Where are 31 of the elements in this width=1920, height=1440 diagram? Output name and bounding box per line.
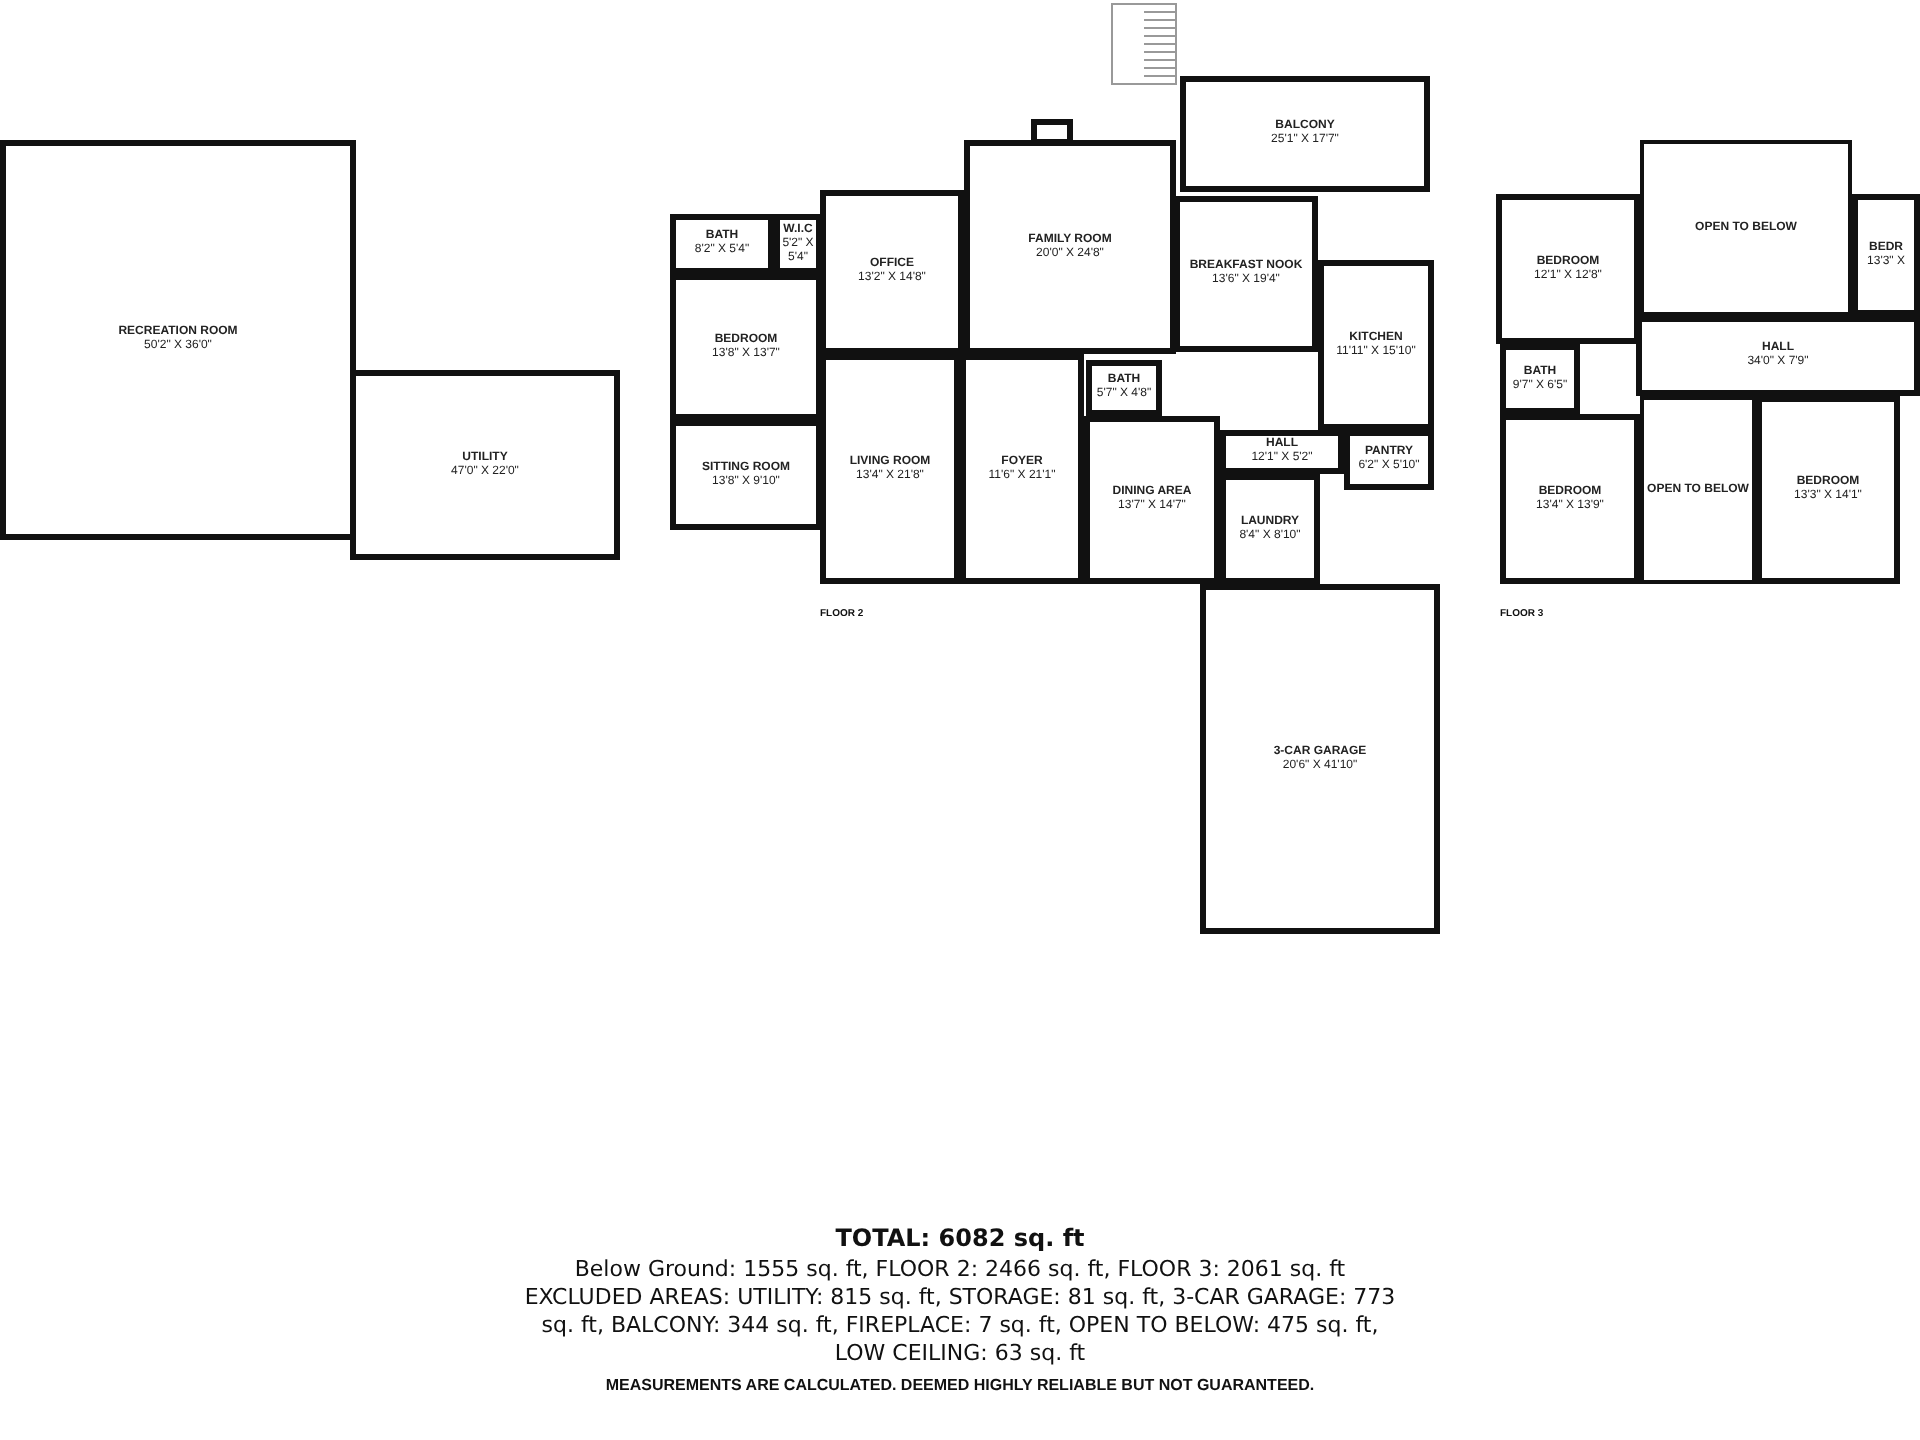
room-outline bbox=[820, 354, 960, 584]
room-outline bbox=[820, 190, 964, 354]
room-outline bbox=[1174, 196, 1318, 352]
room-outline bbox=[1640, 140, 1852, 316]
room-outline bbox=[1180, 76, 1430, 192]
room-outline bbox=[1086, 360, 1162, 416]
disclaimer-note: MEASUREMENTS ARE CALCULATED. DEEMED HIGHLY RELIABLE BUT NOT GUARANTEED. bbox=[603, 1376, 1317, 1396]
room-outline bbox=[1200, 584, 1440, 934]
total-area-text: TOTAL: 6082 sq. ft bbox=[833, 1224, 1087, 1254]
room-outline bbox=[1500, 414, 1640, 584]
room-outline bbox=[1220, 430, 1344, 474]
room-outline bbox=[0, 140, 356, 540]
room-outline bbox=[1084, 416, 1220, 584]
room-outline bbox=[670, 420, 822, 530]
room-outline bbox=[960, 354, 1084, 584]
area-summary-text: Below Ground: 1555 sq. ft, FLOOR 2: 2466 sq. ft, FLOOR 3: 2061 sq. ft bbox=[572, 1256, 1348, 1284]
room-outline bbox=[1496, 194, 1640, 344]
room-outline bbox=[1852, 194, 1920, 316]
room-outline bbox=[350, 370, 620, 560]
room-outline bbox=[670, 214, 774, 274]
room-outline bbox=[1318, 260, 1434, 430]
room-outline bbox=[1220, 474, 1320, 584]
room-outline bbox=[1756, 396, 1900, 584]
room-outline bbox=[1344, 430, 1434, 490]
room-outline bbox=[964, 140, 1176, 354]
room-outline bbox=[1636, 316, 1920, 396]
room-outline bbox=[1640, 396, 1756, 584]
room-outline bbox=[670, 274, 822, 420]
room-outline bbox=[774, 214, 822, 274]
room-outline bbox=[1500, 344, 1580, 414]
excluded-areas-text: EXCLUDED AREAS: UTILITY: 815 sq. ft, STORAGE: 81 sq. ft, 3-CAR GARAGE: 773 sq. ft, BALCONY: 344 sq. ft, FIREPLACE: 7 sq. ft, OPEN TO BELOW: 475 sq. ft, LOW CEILING: 63 sq. ft bbox=[522, 1284, 1398, 1367]
